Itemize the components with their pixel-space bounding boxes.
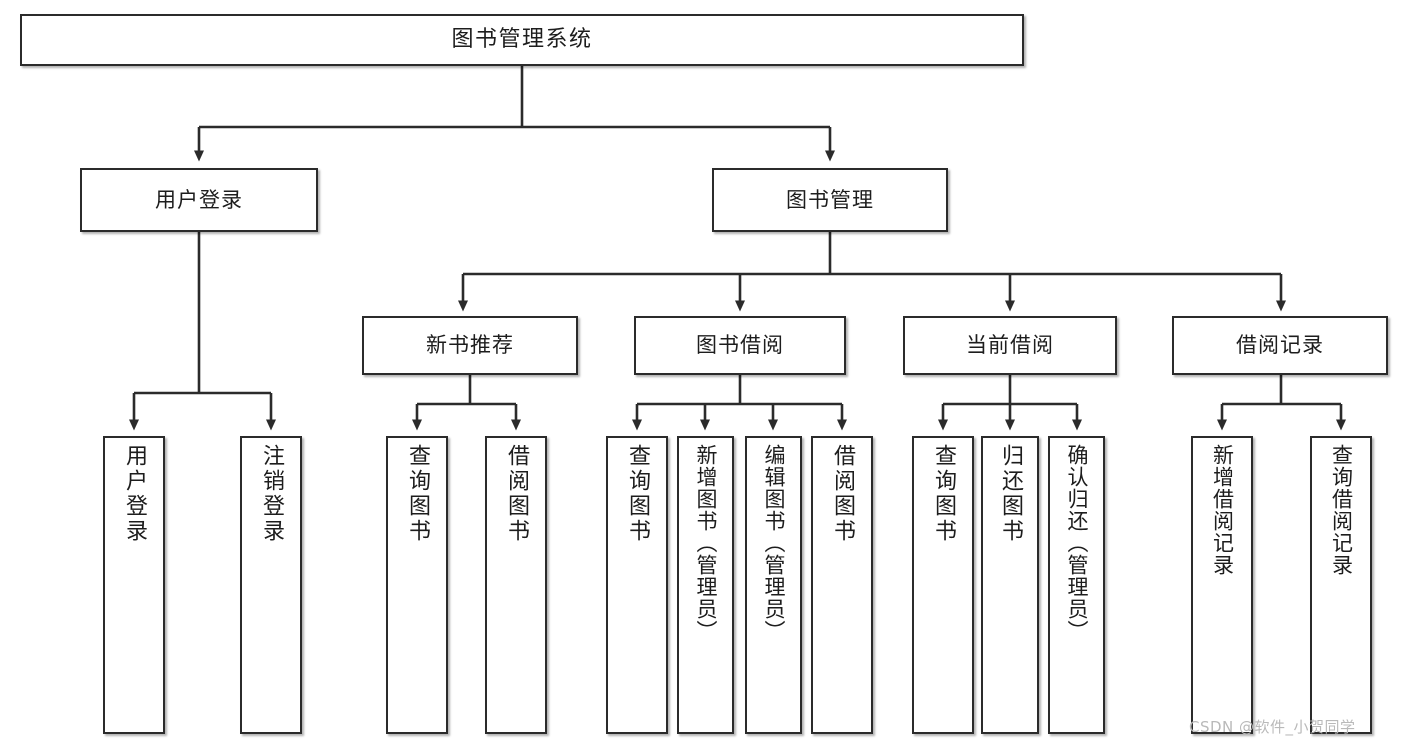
leaf-logout-label: 注销登录 (259, 444, 284, 544)
leaf-borrow-book-2-label: 借阅图书 (830, 444, 855, 544)
leaf-query-record[interactable]: 查询借阅记录 (1310, 436, 1372, 734)
leaf-add-book-label: 新增图书（管理员） (694, 444, 718, 642)
leaf-query-book-2-label: 查询图书 (625, 444, 650, 544)
node-borrow-record-label: 借阅记录 (1236, 333, 1324, 358)
leaf-query-book-3-label: 查询图书 (931, 444, 956, 544)
leaf-query-book-3[interactable]: 查询图书 (912, 436, 974, 734)
node-new-book-recommend[interactable]: 新书推荐 (362, 316, 578, 375)
leaf-query-book-1[interactable]: 查询图书 (386, 436, 448, 734)
leaf-borrow-book-1-label: 借阅图书 (504, 444, 529, 544)
node-user-login-label: 用户登录 (155, 187, 243, 212)
leaf-edit-book-label: 编辑图书（管理员） (762, 444, 786, 642)
node-new-book-recommend-label: 新书推荐 (426, 333, 514, 358)
node-current-borrow[interactable]: 当前借阅 (903, 316, 1117, 375)
leaf-confirm-return-label: 确认归还（管理员） (1065, 444, 1089, 642)
leaf-logout[interactable]: 注销登录 (240, 436, 302, 734)
node-book-borrow[interactable]: 图书借阅 (634, 316, 846, 375)
leaf-borrow-book-1[interactable]: 借阅图书 (485, 436, 547, 734)
node-root[interactable]: 图书管理系统 (20, 14, 1024, 66)
leaf-return-book[interactable]: 归还图书 (981, 436, 1039, 734)
node-user-login[interactable]: 用户登录 (80, 168, 318, 232)
node-book-manage-label: 图书管理 (786, 187, 874, 212)
leaf-confirm-return[interactable]: 确认归还（管理员） (1048, 436, 1105, 734)
leaf-edit-book[interactable]: 编辑图书（管理员） (745, 436, 802, 734)
watermark: CSDN @软件_小贺同学 (1189, 718, 1356, 736)
node-current-borrow-label: 当前借阅 (966, 333, 1054, 358)
leaf-user-login-label: 用户登录 (122, 444, 147, 544)
node-borrow-record[interactable]: 借阅记录 (1172, 316, 1388, 375)
leaf-add-record-label: 新增借阅记录 (1210, 444, 1235, 576)
leaf-query-record-label: 查询借阅记录 (1329, 444, 1354, 576)
leaf-borrow-book-2[interactable]: 借阅图书 (811, 436, 873, 734)
node-root-label: 图书管理系统 (451, 27, 593, 53)
node-book-borrow-label: 图书借阅 (696, 333, 784, 358)
leaf-return-book-label: 归还图书 (998, 444, 1023, 544)
leaf-query-book-2[interactable]: 查询图书 (606, 436, 668, 734)
leaf-user-login[interactable]: 用户登录 (103, 436, 165, 734)
leaf-add-book[interactable]: 新增图书（管理员） (677, 436, 734, 734)
leaf-query-book-1-label: 查询图书 (405, 444, 430, 544)
node-book-manage[interactable]: 图书管理 (712, 168, 948, 232)
leaf-add-record[interactable]: 新增借阅记录 (1191, 436, 1253, 734)
